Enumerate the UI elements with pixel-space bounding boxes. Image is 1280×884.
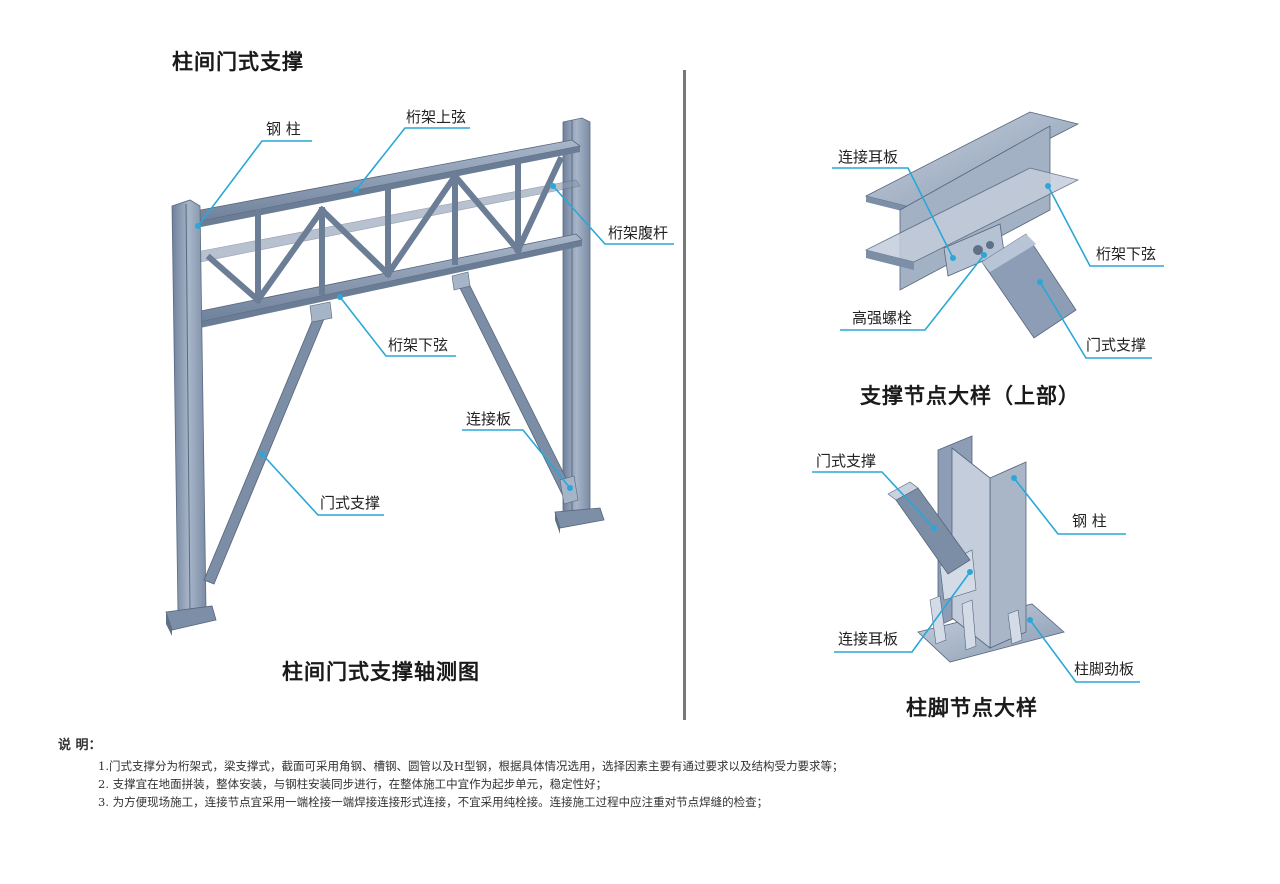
portal-frame-model — [165, 117, 605, 636]
truss-web-members — [205, 156, 564, 305]
axo-caption: 柱间门式支撑轴测图 — [282, 660, 480, 684]
upper-joint-model — [864, 111, 1080, 339]
note-item: 1.门式支撑分为桁架式，梁支撑式，截面可采用角钢、槽钢、圆管以及H型钢，根据具体… — [98, 759, 844, 773]
label-upper-portal-brace: 门式支撑 — [1086, 336, 1147, 354]
label-portal-brace: 门式支撑 — [320, 494, 381, 512]
label-upper-bottom-chord: 桁架下弦 — [1096, 245, 1157, 263]
label-truss-top-chord: 桁架上弦 — [406, 108, 467, 126]
upper-leader-lines — [832, 167, 1164, 359]
upper-joint-caption: 支撑节点大样（上部） — [860, 384, 1080, 408]
label-upper-bolt: 高强螺栓 — [852, 309, 913, 327]
notes-section: 说 明： 1.门式支撑分为桁架式，梁支撑式，截面可采用角钢、槽钢、圆管以及H型钢… — [58, 734, 1238, 811]
portal-brace-right — [455, 277, 575, 499]
label-truss-bottom-chord: 桁架下弦 — [388, 336, 449, 354]
axo-leader-lines — [197, 127, 674, 516]
foot-joint-caption: 柱脚节点大样 — [906, 696, 1038, 720]
label-truss-web: 桁架腹杆 — [608, 224, 669, 242]
label-foot-portal-brace: 门式支撑 — [816, 452, 877, 470]
notes-heading: 说 明： — [58, 738, 102, 753]
column-foot-model — [887, 435, 1065, 663]
note-item: 2. 支撑宜在地面拼装，整体安装，与钢柱安装同步进行，在整体施工中宜作为起步单元… — [98, 777, 608, 791]
label-foot-ear-plate: 连接耳板 — [838, 630, 899, 648]
note-item: 3. 为方便现场施工，连接节点宜采用一端栓接一端焊接连接形式连接，不宜采用纯栓接… — [98, 795, 769, 809]
portal-brace-left — [203, 311, 327, 585]
page-title: 柱间门式支撑 — [172, 50, 304, 74]
label-foot-steel-column: 钢 柱 — [1072, 512, 1107, 530]
vertical-divider — [683, 70, 686, 720]
foot-leader-lines — [812, 471, 1140, 683]
label-upper-ear-plate: 连接耳板 — [838, 148, 899, 166]
label-steel-column: 钢 柱 — [266, 120, 301, 138]
label-foot-stiffener: 柱脚劲板 — [1074, 660, 1135, 678]
left-steel-column — [165, 199, 217, 636]
label-connection-plate: 连接板 — [466, 410, 512, 428]
